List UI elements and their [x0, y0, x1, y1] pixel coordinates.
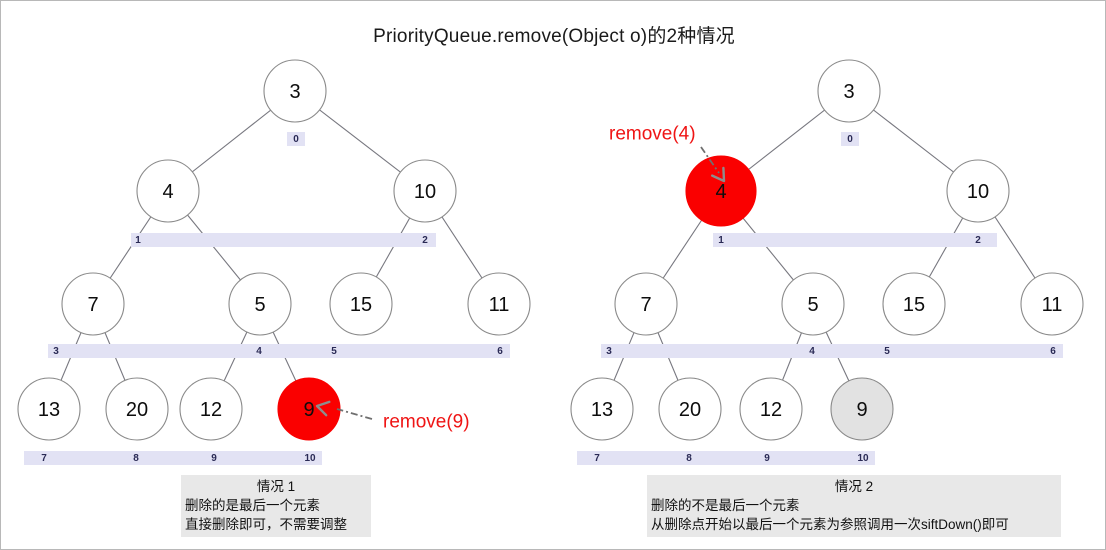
index-label: 8: [686, 453, 692, 464]
case-1-caption-line-2: 直接删除即可，不需要调整: [185, 517, 347, 533]
tree-node-4[interactable]: [136, 159, 200, 223]
index-label: 0: [847, 134, 853, 145]
tree-node-label: 3: [843, 81, 854, 103]
tree-node-label: 13: [591, 399, 613, 421]
tree-node-5[interactable]: [781, 272, 845, 336]
tree-node-label: 4: [162, 181, 173, 203]
index-label: 9: [211, 453, 217, 464]
tree-node-7[interactable]: [614, 272, 678, 336]
tree-node-label: 5: [254, 294, 265, 316]
index-label: 4: [256, 346, 262, 357]
tree-node-label: 7: [87, 294, 98, 316]
index-label: 10: [857, 453, 869, 464]
tree-node-label: 10: [967, 181, 989, 203]
case-2-caption-title: 情况 2: [834, 479, 874, 494]
tree-node-label: 11: [489, 294, 510, 316]
tree-node-5[interactable]: [228, 272, 292, 336]
index-band: [841, 132, 859, 146]
index-label: 9: [764, 453, 770, 464]
tree-node-10[interactable]: [946, 159, 1010, 223]
tree-node-label: 15: [903, 294, 925, 316]
tree-node-label: 12: [760, 399, 782, 421]
tree-node-15[interactable]: [329, 272, 393, 336]
index-label: 2: [975, 235, 981, 246]
tree-node-15[interactable]: [882, 272, 946, 336]
tree-node-13[interactable]: [17, 377, 81, 441]
index-label: 7: [41, 453, 47, 464]
index-label: 1: [718, 235, 724, 246]
index-label: 10: [304, 453, 316, 464]
tree-node-11[interactable]: [1020, 272, 1084, 336]
tree-node-label: 9: [303, 399, 314, 421]
tree-node-label: 4: [715, 181, 726, 203]
tree-node-20[interactable]: [658, 377, 722, 441]
case-1-caption-title: 情况 1: [256, 479, 296, 494]
index-band: [48, 344, 510, 358]
index-label: 3: [53, 346, 59, 357]
case-2-caption-line-2: 从删除点开始以最后一个元素为参照调用一次siftDown()即可: [651, 517, 1009, 533]
case-2-caption: 情况 2 删除的不是最后一个元素 从删除点开始以最后一个元素为参照调用一次sif…: [647, 475, 1061, 538]
tree-node-7[interactable]: [61, 272, 125, 336]
tree-node-label: 3: [289, 81, 300, 103]
tree-node-label: 7: [640, 294, 651, 316]
tree-node-label: 9: [856, 399, 867, 421]
index-label: 1: [135, 235, 141, 246]
index-band: [601, 344, 1063, 358]
tree-node-label: 10: [414, 181, 436, 203]
tree-node-13[interactable]: [570, 377, 634, 441]
callout-arrow-icon: [711, 166, 726, 183]
index-band: [24, 451, 322, 465]
tree-node-12[interactable]: [739, 377, 803, 441]
index-label: 3: [606, 346, 612, 357]
tree-node-label: 15: [350, 294, 372, 316]
index-label: 7: [594, 453, 600, 464]
tree-node-10[interactable]: [393, 159, 457, 223]
tree-node-20[interactable]: [105, 377, 169, 441]
tree-node-label: 5: [807, 294, 818, 316]
index-label: 0: [293, 134, 299, 145]
index-band: [577, 451, 875, 465]
index-label: 8: [133, 453, 139, 464]
callout-arrow-icon: [315, 400, 331, 417]
callout-pointer-line: [336, 408, 373, 420]
index-band: [131, 233, 436, 247]
tree-node-label: 12: [200, 399, 222, 421]
case-1-caption: 情况 1 删除的是最后一个元素 直接删除即可，不需要调整: [181, 475, 371, 538]
tree-node-label: 11: [1042, 294, 1063, 316]
tree-node-label: 20: [679, 399, 701, 421]
tree-node-3[interactable]: [817, 59, 881, 123]
tree-node-9[interactable]: [830, 377, 894, 441]
tree-node-11[interactable]: [467, 272, 531, 336]
index-label: 5: [331, 346, 337, 357]
index-band: [287, 132, 305, 146]
tree-node-label: 20: [126, 399, 148, 421]
tree-node-4[interactable]: [685, 155, 757, 227]
tree-node-12[interactable]: [179, 377, 243, 441]
index-label: 6: [1050, 346, 1056, 357]
case-1-caption-line-1: 删除的是最后一个元素: [185, 498, 320, 514]
index-band: [713, 233, 997, 247]
tree-node-3[interactable]: [263, 59, 327, 123]
page-title: PriorityQueue.remove(Object o)的2种情况: [373, 26, 735, 47]
tree-node-label: 13: [38, 399, 60, 421]
case-2-caption-line-1: 删除的不是最后一个元素: [651, 498, 800, 514]
index-label: 6: [497, 346, 503, 357]
index-label: 4: [809, 346, 815, 357]
callout-label: remove(9): [383, 412, 470, 433]
callout-label: remove(4): [609, 124, 696, 145]
index-label: 5: [884, 346, 890, 357]
index-label: 2: [422, 235, 428, 246]
callout-pointer-line: [700, 146, 720, 174]
